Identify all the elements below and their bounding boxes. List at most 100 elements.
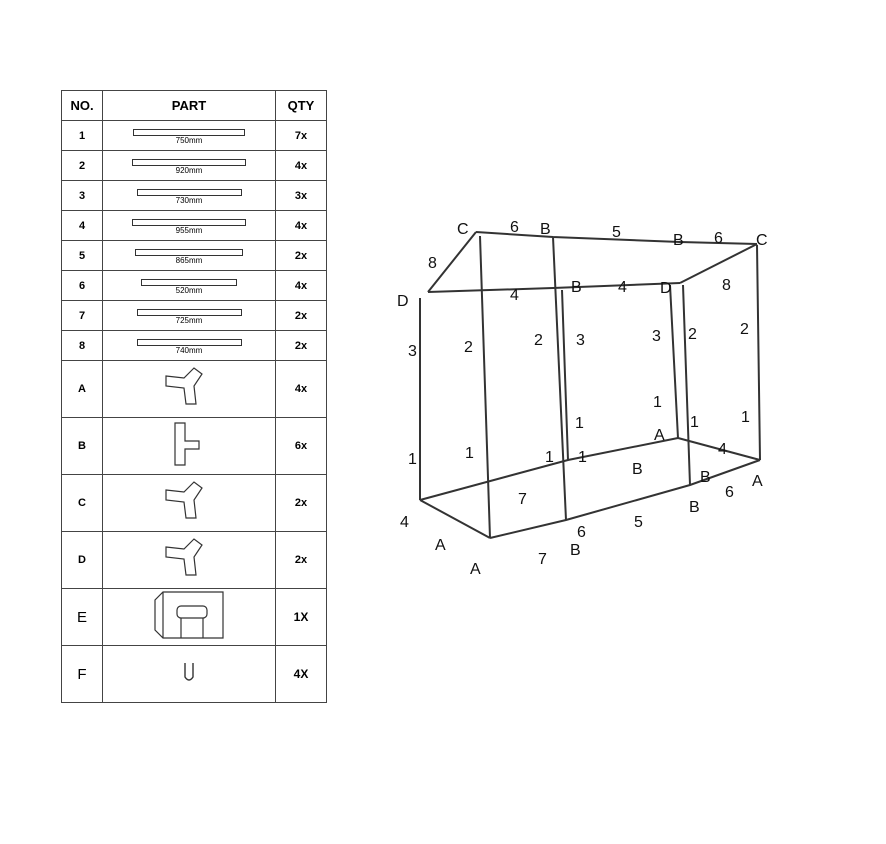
diagram-label: 3 [408, 343, 417, 360]
diagram-label: 1 [741, 409, 750, 426]
diagram-label: A [470, 561, 481, 578]
rod-icon [136, 308, 242, 316]
y-connector-icon [164, 366, 214, 414]
part-qty: 4x [275, 270, 327, 301]
rod-icon [132, 158, 246, 166]
part-qty: 4x [275, 150, 327, 181]
diagram-label: 3 [576, 332, 585, 349]
diagram-label: B [540, 221, 551, 238]
u-clip-icon [182, 662, 196, 687]
part-letter: F [61, 645, 103, 703]
rod-length: 740mm [175, 345, 203, 355]
rod-icon [135, 248, 243, 256]
diagram-label: 4 [618, 279, 627, 296]
rod-icon [136, 338, 242, 346]
header-part: PART [102, 90, 276, 121]
diagram-label: 4 [718, 441, 727, 458]
rod-icon [136, 188, 242, 196]
diagram-label: 2 [688, 326, 697, 343]
y-connector-icon [164, 537, 214, 585]
rod-length: 725mm [175, 315, 203, 325]
diagram-label: 1 [690, 414, 699, 431]
diagram-label: 1 [545, 449, 554, 466]
table-row: A 4x [61, 360, 327, 418]
diagram-label: 1 [408, 451, 417, 468]
part-qty: 1X [275, 588, 327, 646]
diagram-label: B [673, 232, 684, 249]
part-qty: 4X [275, 645, 327, 703]
part-number: 4 [61, 210, 103, 241]
diagram-label: D [660, 280, 672, 297]
rod-length: 730mm [175, 195, 203, 205]
rod-length: 865mm [175, 255, 203, 265]
diagram-label: A [435, 537, 446, 554]
diagram-label: 4 [510, 287, 519, 304]
part-number: 2 [61, 150, 103, 181]
part-qty: 2x [275, 300, 327, 331]
part-qty: 2x [275, 531, 327, 589]
diagram-label: A [654, 427, 665, 444]
diagram-label: 3 [652, 328, 661, 345]
diagram-label: B [571, 279, 582, 296]
table-row: E 1X [61, 588, 327, 646]
part-number: 1 [61, 120, 103, 151]
rod-icon [141, 278, 237, 286]
rod-length: 520mm [175, 285, 203, 295]
part-letter: A [61, 360, 103, 418]
diagram-label: 8 [428, 255, 437, 272]
table-row: 2 920mm 4x [61, 150, 327, 181]
diagram-label: C [457, 221, 469, 238]
diagram-label: D [397, 293, 409, 310]
rod-icon [133, 128, 245, 136]
diagram-label: 2 [464, 339, 473, 356]
diagram-label: 5 [612, 224, 621, 241]
t-connector-icon [169, 421, 209, 471]
y-connector-icon [164, 480, 214, 528]
part-qty: 4x [275, 210, 327, 241]
header-no: NO. [61, 90, 103, 121]
diagram-label: B [632, 461, 643, 478]
diagram-label: 1 [578, 449, 587, 466]
part-qty: 2x [275, 474, 327, 532]
diagram-label: 8 [722, 277, 731, 294]
part-qty: 4x [275, 360, 327, 418]
part-qty: 3x [275, 180, 327, 211]
part-number: 5 [61, 240, 103, 271]
diagram-label: A [752, 473, 763, 490]
part-letter: D [61, 531, 103, 589]
diagram-label: 7 [518, 491, 527, 508]
diagram-label: 1 [653, 394, 662, 411]
diagram-label: B [570, 542, 581, 559]
diagram-label: 6 [510, 219, 519, 236]
diagram-label: 2 [740, 321, 749, 338]
diagram-label: B [689, 499, 700, 516]
diagram-label: 1 [575, 415, 584, 432]
part-letter: E [61, 588, 103, 646]
rod-length: 920mm [175, 165, 203, 175]
diagram-label: 6 [725, 484, 734, 501]
part-number: 8 [61, 330, 103, 361]
rod-length: 955mm [175, 225, 203, 235]
diagram-label: 6 [714, 230, 723, 247]
part-qty: 6x [275, 417, 327, 475]
diagram-label: 6 [577, 524, 586, 541]
diagram-label: C [756, 232, 768, 249]
rod-length: 750mm [175, 135, 203, 145]
table-row: F 4X [61, 645, 327, 703]
diagram-label: 4 [400, 514, 409, 531]
cover-icon [153, 590, 225, 644]
frame-pipes [419, 231, 761, 539]
table-row: 4 955mm 4x [61, 210, 327, 241]
diagram-label: 7 [538, 551, 547, 568]
diagram-label: B [700, 469, 711, 486]
rod-icon [132, 218, 246, 226]
diagram-label: 1 [465, 445, 474, 462]
